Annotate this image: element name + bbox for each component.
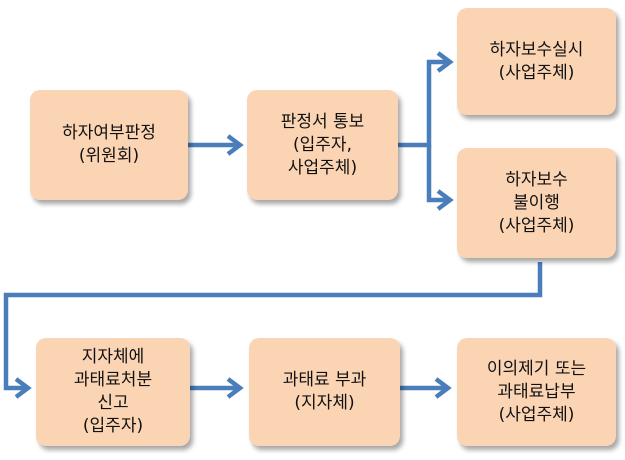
node-notice: 판정서 통보 (입주자, 사업주체) — [247, 90, 398, 200]
arrowhead-to-report — [14, 377, 32, 399]
node-line: (입주자, — [293, 134, 352, 155]
node-line: (입주자) — [82, 416, 144, 436]
node-line: 사업주체) — [287, 157, 358, 178]
node-line: 과태료처분 — [73, 370, 153, 390]
node-line: 하자보수실시 — [489, 39, 584, 60]
node-line: 하자여부판정 — [62, 123, 156, 143]
node-line: 하자보수 — [505, 169, 568, 190]
connector-notice-to-split — [398, 59, 448, 148]
arrowhead-to-repair-not-done — [436, 189, 454, 211]
node-line: (지자체) — [294, 393, 355, 413]
node-repair-done: 하자보수실시 (사업주체) — [457, 8, 616, 115]
arrowhead-to-repair-done — [436, 51, 454, 73]
node-appeal: 이의제기 또는 과태료납부 (사업주체) — [457, 338, 616, 446]
node-line: 과태료 부과 — [282, 370, 367, 390]
node-line: 과태료납부 — [497, 381, 576, 402]
node-line: 지자체에 — [81, 347, 145, 367]
node-line: (사업주체) — [498, 215, 575, 236]
node-line: (사업주체) — [498, 404, 575, 425]
node-line: 이의제기 또는 — [486, 358, 587, 379]
node-line: 판정서 통보 — [280, 111, 365, 132]
node-line: 불이행 — [513, 192, 560, 213]
arrowhead-fine-to-appeal — [434, 377, 452, 399]
node-repair-not-done: 하자보수 불이행 (사업주체) — [457, 148, 616, 258]
node-line: (사업주체) — [498, 62, 575, 83]
node-line: 신고 — [97, 393, 129, 413]
arrowhead-report-to-fine — [226, 377, 244, 399]
node-fine: 과태료 부과 (지자체) — [249, 338, 400, 446]
arrowhead-decision-to-notice — [226, 134, 244, 156]
node-report: 지자체에 과태료처분 신고 (입주자) — [36, 338, 190, 446]
connector-not-done-to-report — [3, 262, 543, 391]
node-line: (위원회) — [78, 146, 140, 166]
node-defect-decision: 하자여부판정 (위원회) — [30, 90, 188, 200]
connector-split-to-not-done — [426, 145, 448, 203]
